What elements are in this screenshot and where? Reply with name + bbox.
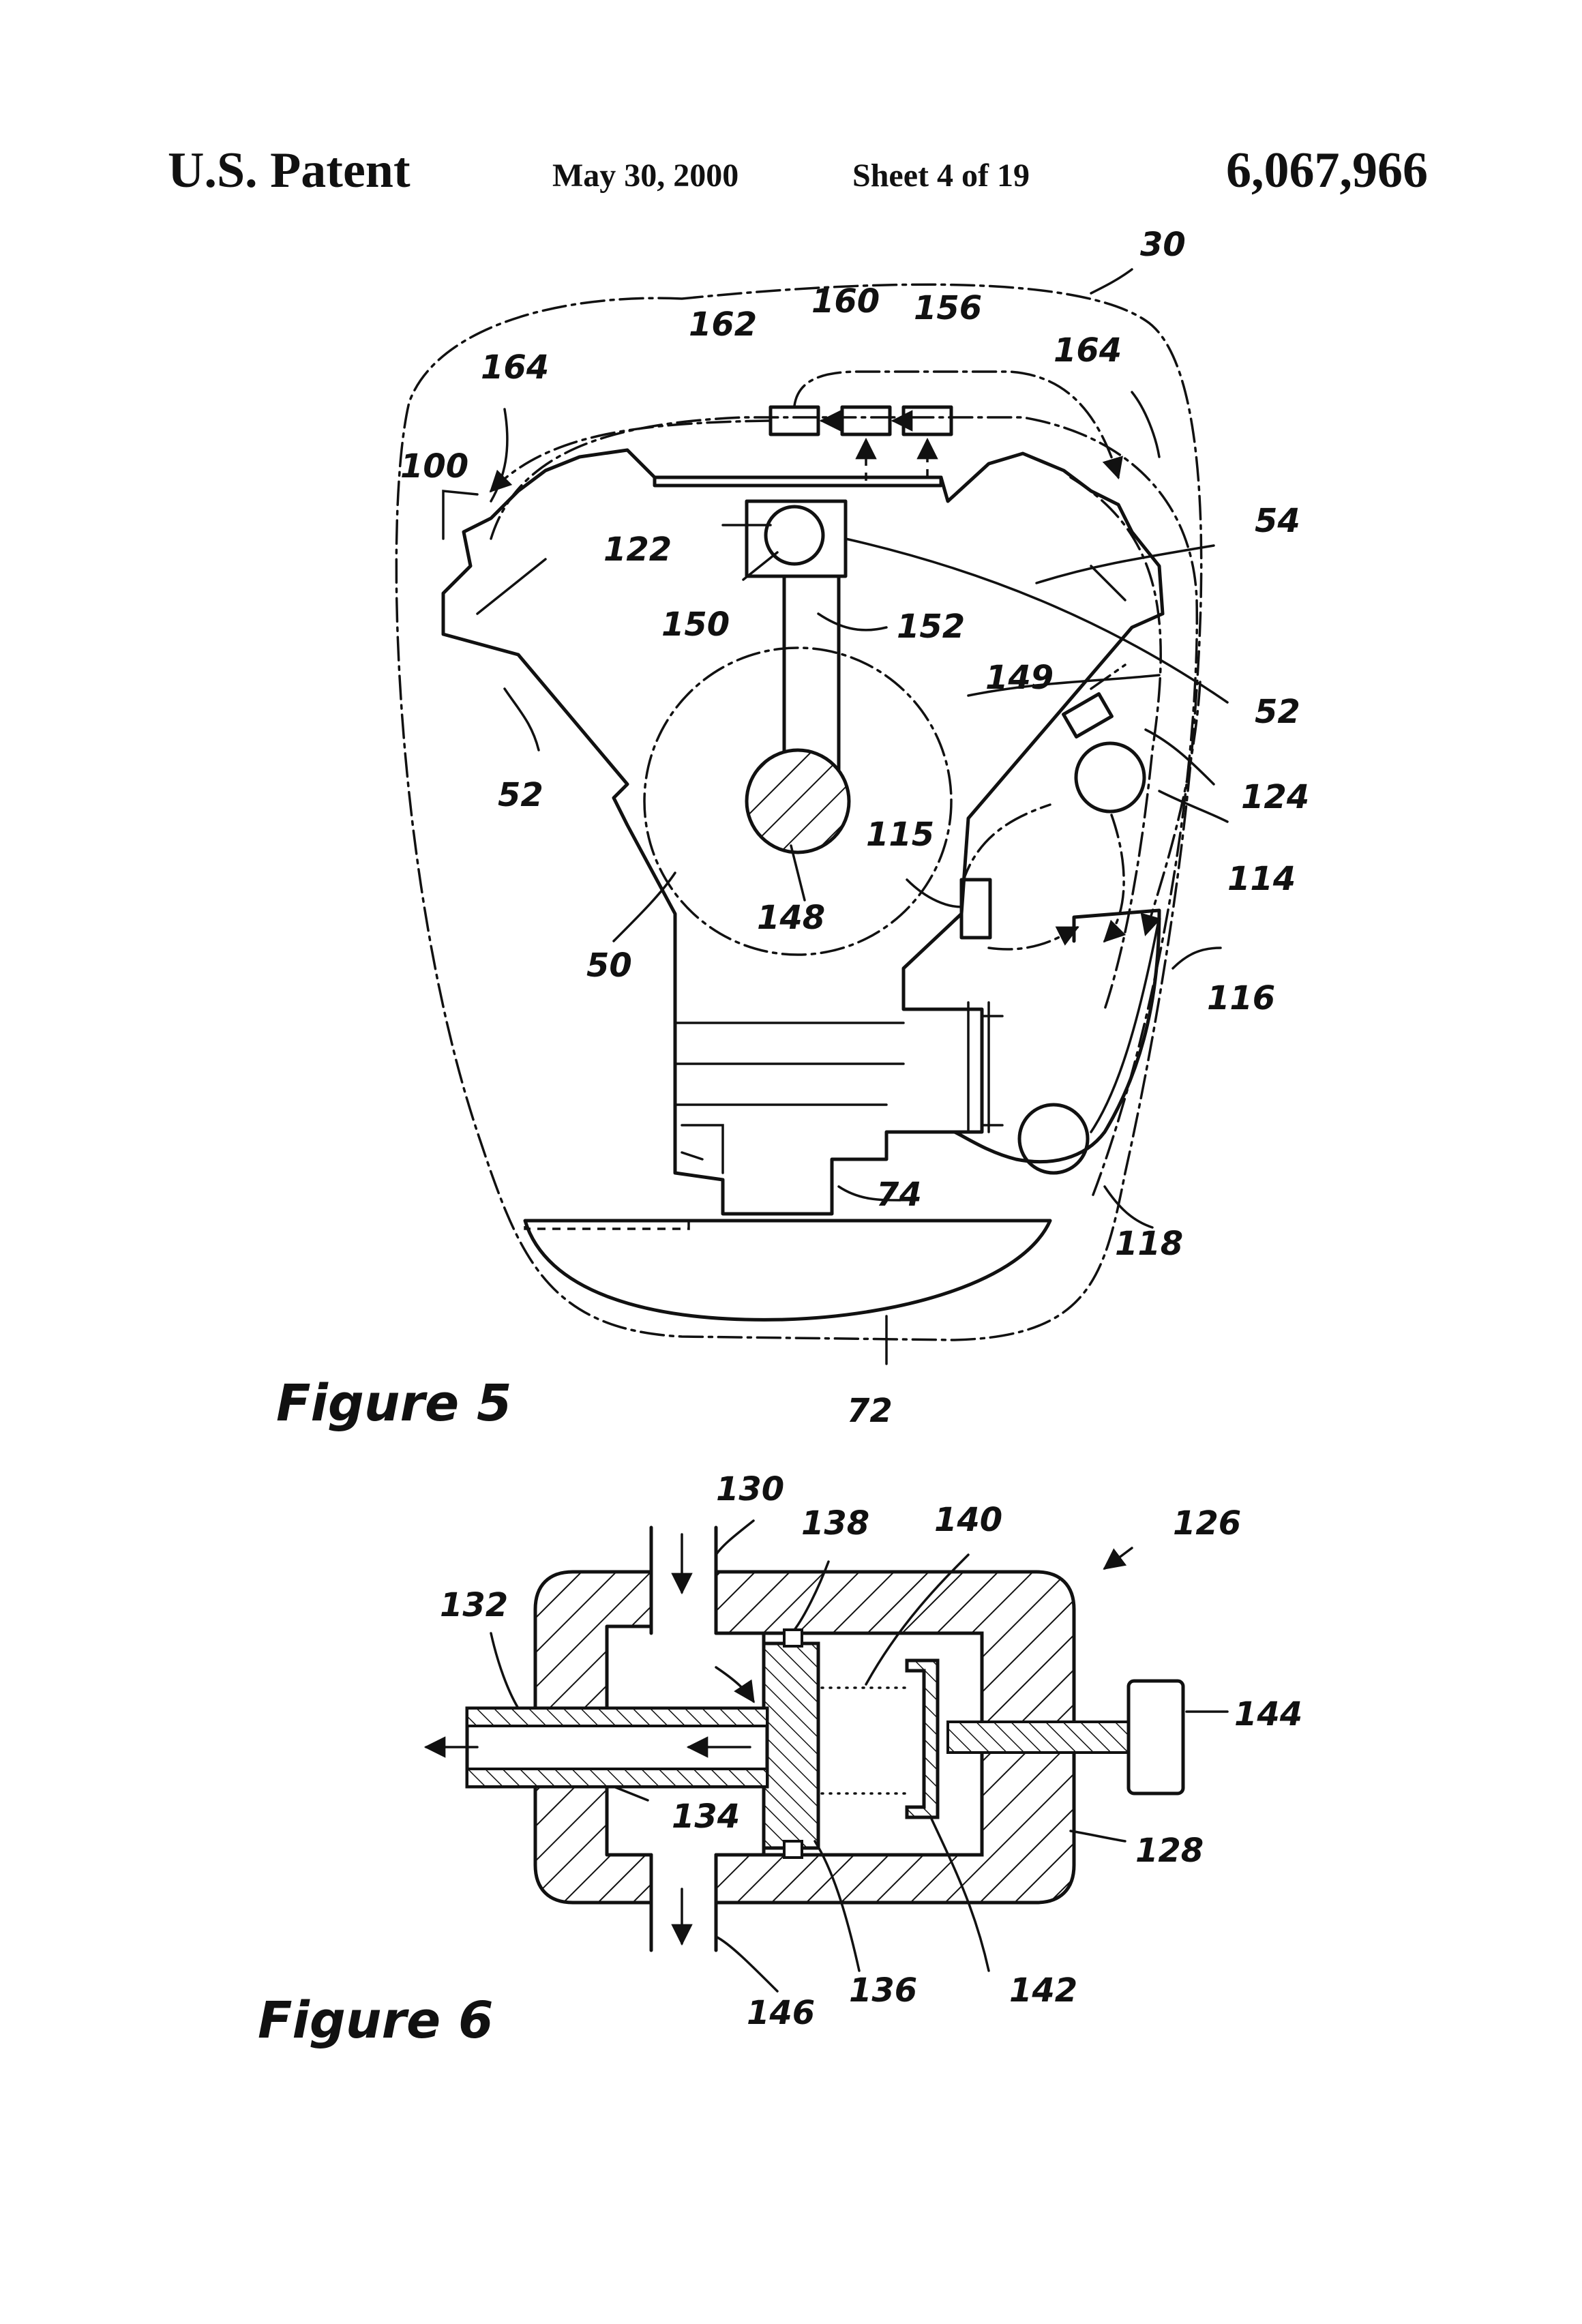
label-162: 162 (689, 306, 757, 344)
label-164a: 164 (481, 348, 549, 387)
label-142: 142 (1009, 1971, 1077, 2010)
adjust-screw (948, 1722, 1132, 1753)
oil-pan (525, 1221, 1050, 1320)
figure-6 (426, 1521, 1227, 1991)
label-149: 149 (985, 659, 1054, 697)
label-118: 118 (1115, 1225, 1183, 1263)
label-100: 100 (400, 447, 468, 486)
label-52a: 52 (498, 776, 543, 814)
label-122: 122 (603, 531, 672, 569)
label-52b: 52 (1255, 693, 1300, 731)
label-156: 156 (914, 289, 982, 327)
figure-6-caption: Figure 6 (258, 1991, 494, 2050)
label-138: 138 (801, 1504, 869, 1543)
label-134: 134 (672, 1798, 740, 1836)
label-114: 114 (1227, 860, 1296, 898)
label-144: 144 (1234, 1695, 1302, 1733)
crankshaft (747, 750, 849, 852)
controller-box-156 (904, 407, 951, 434)
oil-pump-114 (1076, 743, 1144, 811)
label-50: 50 (586, 947, 632, 985)
label-74: 74 (876, 1176, 922, 1214)
label-124: 124 (1241, 778, 1309, 816)
label-132: 132 (440, 1586, 508, 1624)
label-126: 126 (1173, 1504, 1241, 1543)
controller-box-160 (842, 407, 890, 434)
label-72: 72 (847, 1392, 893, 1430)
spool-piston (764, 1643, 818, 1848)
label-140: 140 (934, 1501, 1002, 1539)
label-148: 148 (757, 899, 825, 937)
figure-5-caption: Figure 5 (276, 1374, 512, 1433)
label-54: 54 (1255, 502, 1300, 540)
label-136: 136 (849, 1971, 917, 2010)
label-128: 128 (1135, 1832, 1204, 1870)
label-115: 115 (866, 816, 934, 854)
return-pump-118 (1019, 1105, 1088, 1173)
adjust-knob (1129, 1681, 1183, 1793)
label-146: 146 (747, 1994, 815, 2032)
controller-box-162 (771, 407, 818, 434)
label-130: 130 (716, 1470, 784, 1508)
label-116: 116 (1207, 979, 1275, 1017)
figure-5 (396, 269, 1227, 1364)
label-30: 30 (1140, 226, 1186, 264)
label-150: 150 (661, 606, 730, 644)
label-152: 152 (897, 608, 965, 646)
valve-115 (961, 880, 990, 938)
label-164b: 164 (1054, 331, 1122, 370)
label-160: 160 (811, 282, 880, 321)
